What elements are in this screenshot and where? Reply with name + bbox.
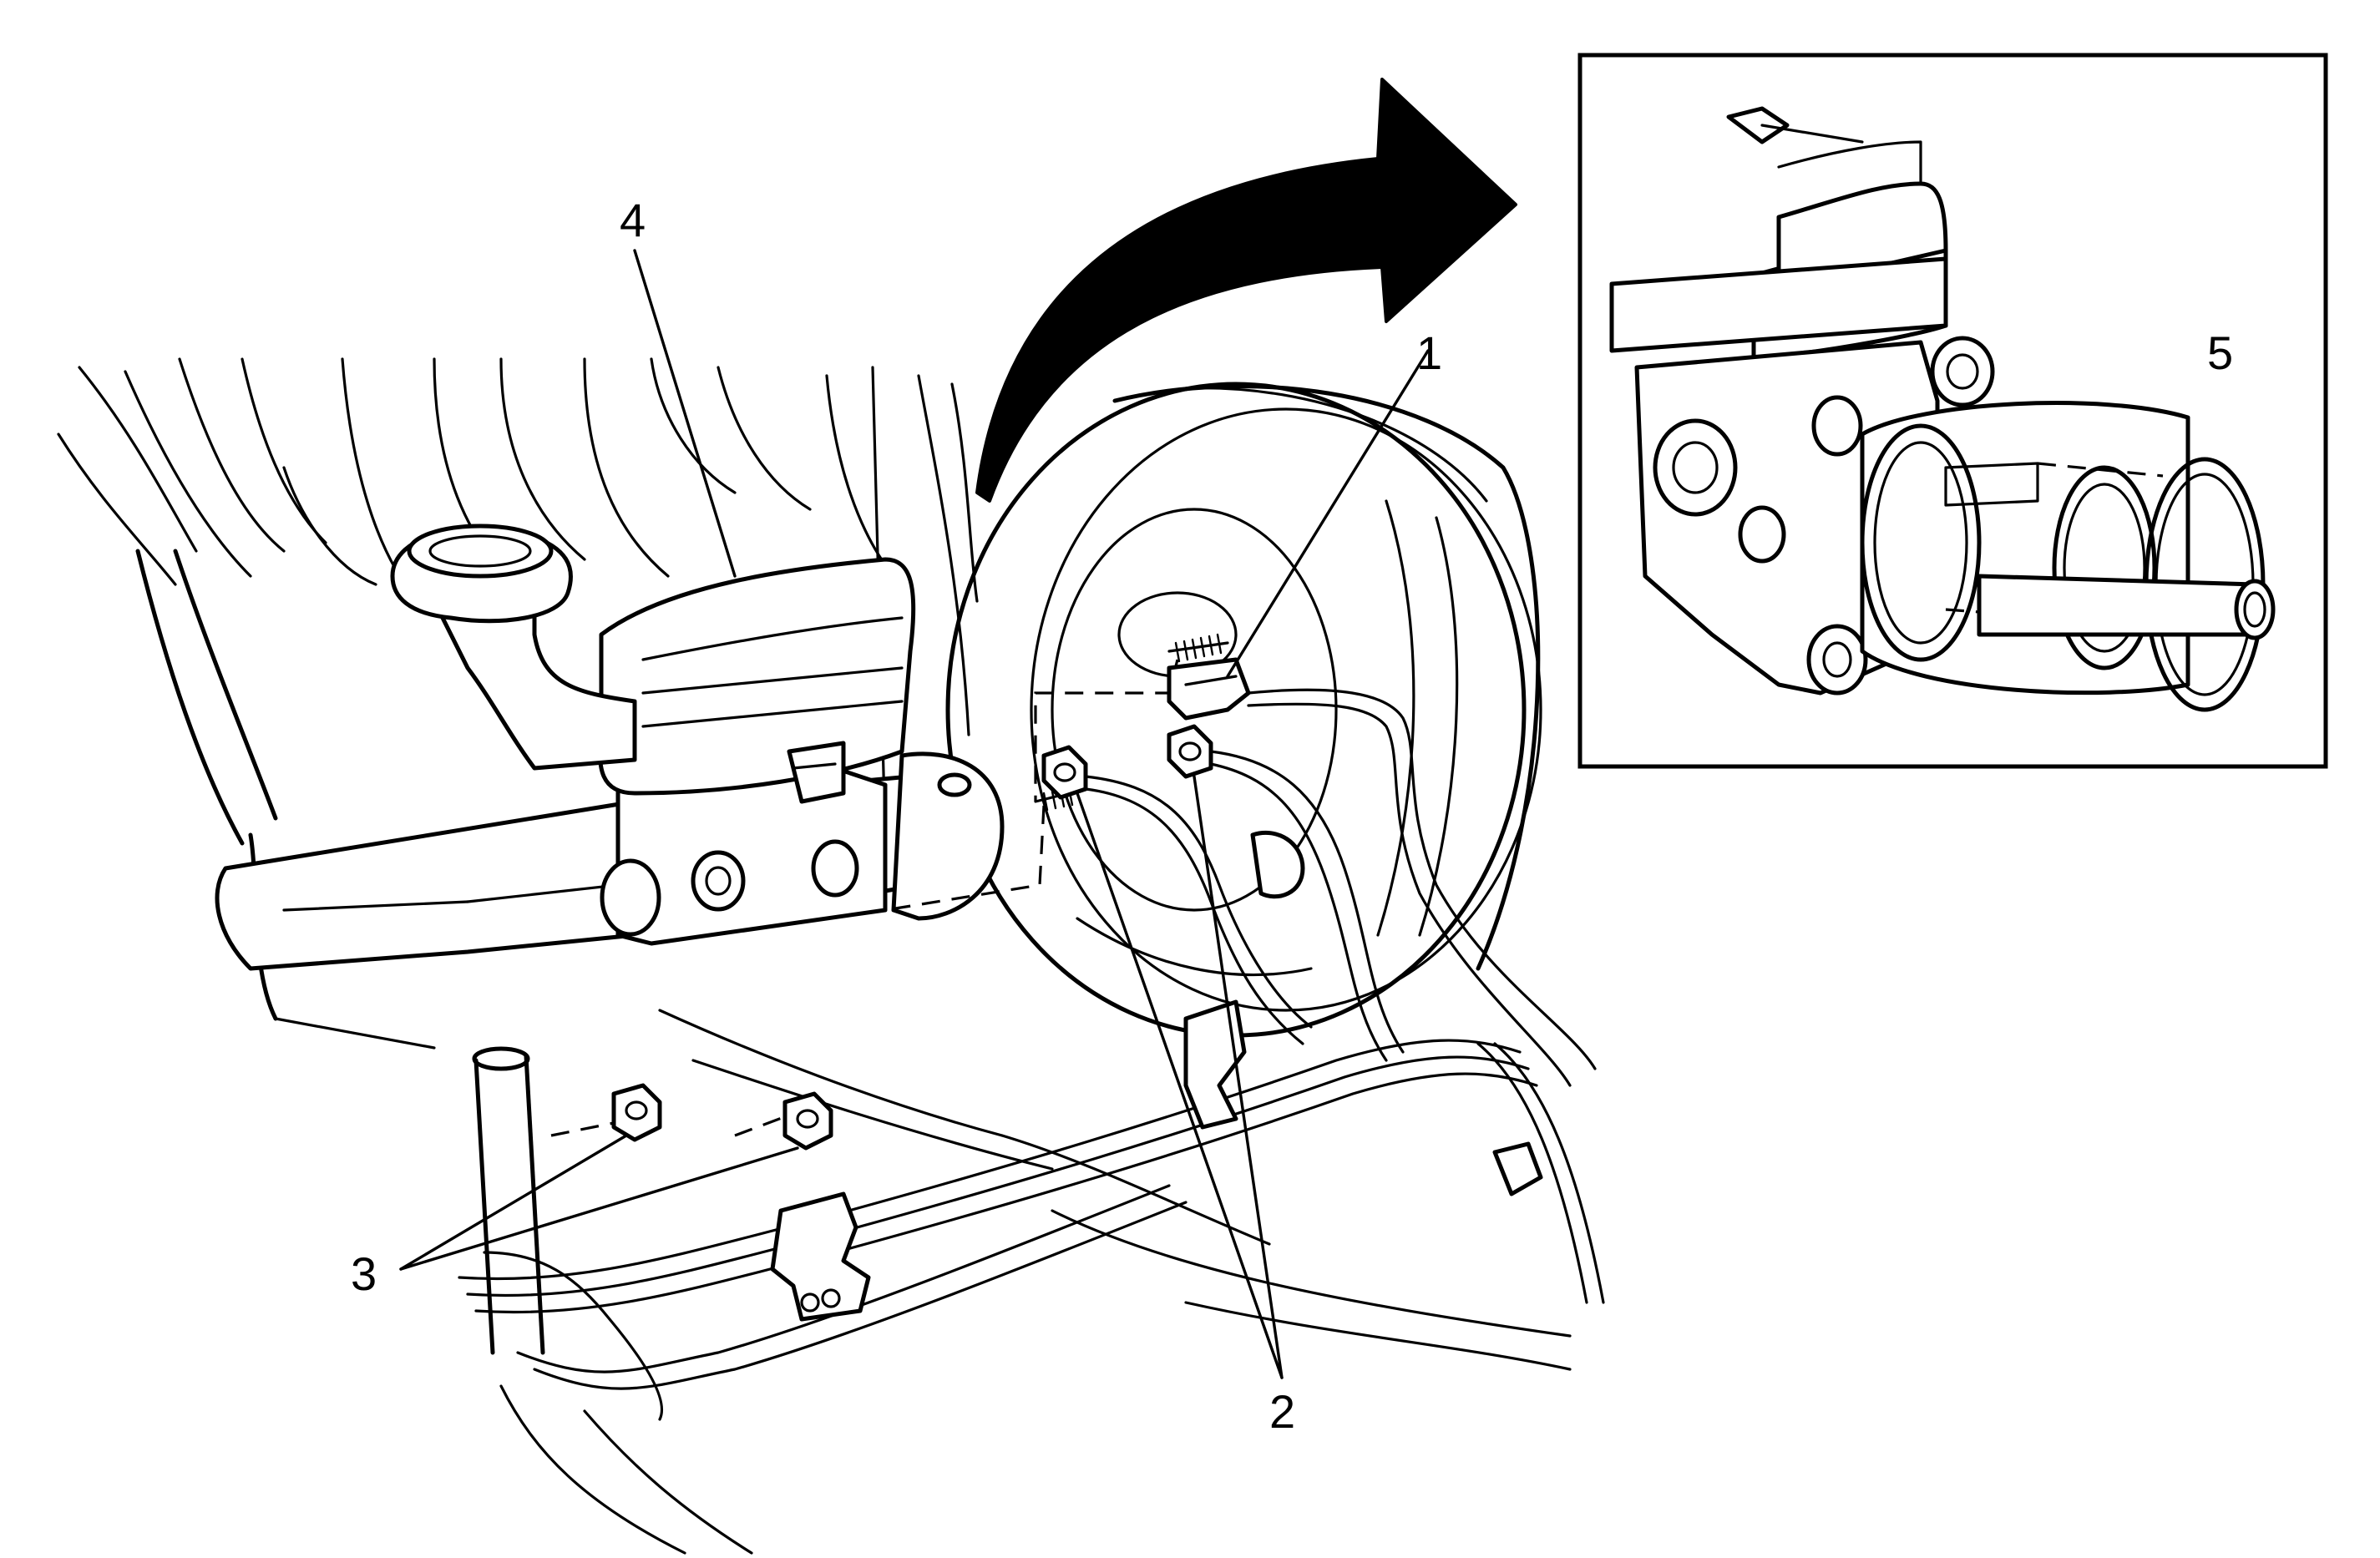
callout-labels: 1 2 3 4 5 <box>351 194 2233 1438</box>
brake-booster <box>945 382 1542 1038</box>
callout-2: 2 <box>1269 1385 1295 1438</box>
leader-2b <box>1193 775 1284 1379</box>
leader-2a <box>1076 792 1284 1379</box>
inset-detail <box>1577 53 2328 769</box>
callout-1: 1 <box>1416 326 1442 379</box>
callout-4: 4 <box>620 194 646 246</box>
leader-3a <box>399 1134 628 1271</box>
curved-arrow-icon <box>975 78 1517 503</box>
leader-1 <box>1226 349 1430 678</box>
master-cylinder <box>215 524 1005 971</box>
callout-5: 5 <box>2207 326 2233 379</box>
callout-leaders <box>399 249 2223 1379</box>
leader-3b <box>399 1146 799 1271</box>
studs-and-nuts <box>550 633 1305 1151</box>
brake-lines <box>458 688 1605 1421</box>
leader-4 <box>633 249 737 578</box>
callout-3: 3 <box>351 1247 377 1300</box>
